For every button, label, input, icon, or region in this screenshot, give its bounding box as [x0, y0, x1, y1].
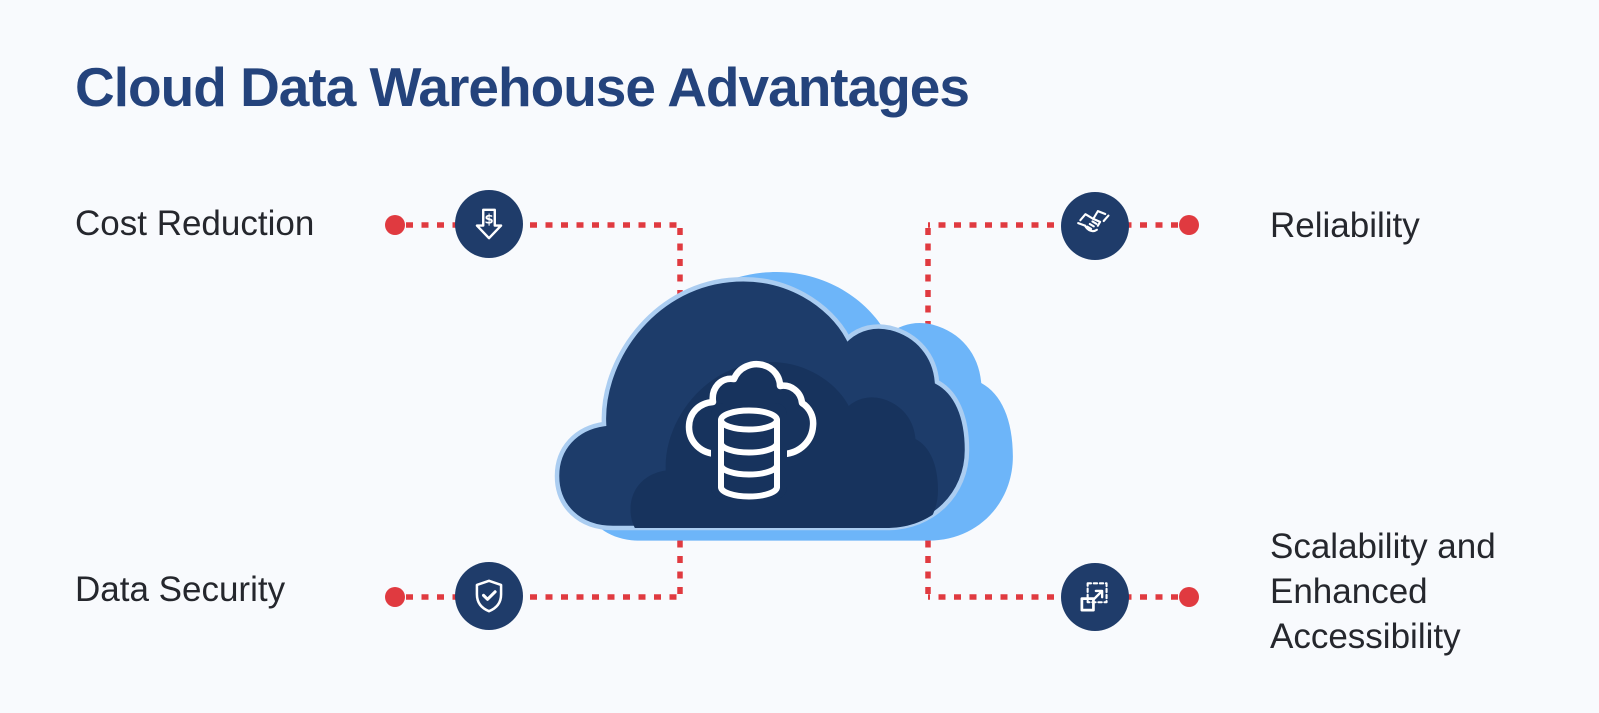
label-cost-reduction: Cost Reduction: [75, 204, 315, 243]
label-reliability: Reliability: [1270, 206, 1420, 245]
cloud-icon: [685, 360, 817, 458]
reliability-node: [1061, 192, 1129, 260]
dollar-sign: $: [484, 212, 493, 227]
shield-check-icon: [475, 579, 503, 613]
scalability-node: [1061, 563, 1129, 631]
connector-bottom-right: [925, 522, 1199, 607]
cloud-illustration: [557, 272, 1013, 541]
money-down-arrow-icon: $: [475, 208, 503, 240]
connector-endpoint-dot: [1179, 587, 1199, 607]
cost-reduction-node: $: [455, 190, 523, 258]
label-data-security: Data Security: [75, 570, 286, 609]
connector-endpoint-dot: [385, 215, 405, 235]
handshake-icon: [1077, 210, 1110, 233]
page-title: Cloud Data Warehouse Advantages: [75, 56, 970, 118]
expand-icon: [1080, 582, 1108, 612]
connector-endpoint-dot: [1179, 215, 1199, 235]
database-icon: [711, 403, 787, 500]
label-scalability: Scalability and Enhanced Accessibility: [1270, 527, 1496, 656]
data-security-node: [455, 562, 523, 630]
connector-top-left: [385, 215, 683, 312]
connector-endpoint-dot: [385, 587, 405, 607]
